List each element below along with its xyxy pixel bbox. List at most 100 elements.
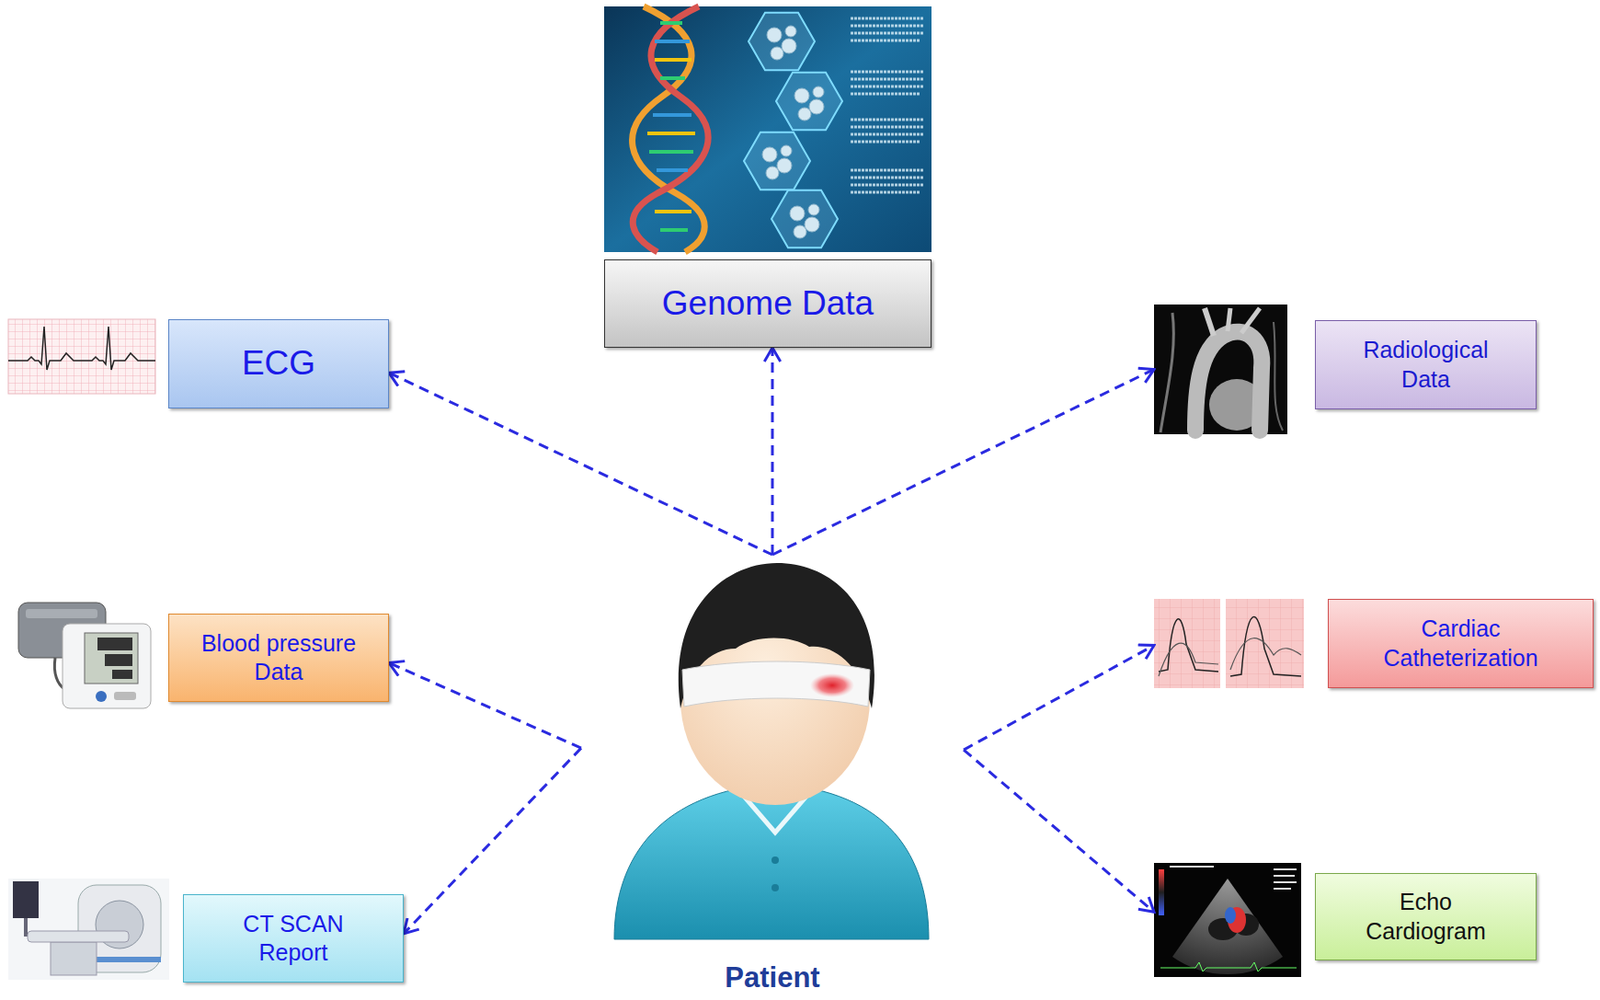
- bp-monitor-part: [114, 691, 137, 700]
- genome-illustration-part-part: [649, 149, 694, 154]
- genome-illustration-part: [743, 12, 843, 248]
- genome-illustration-part-part: [776, 72, 843, 130]
- genome-illustration-part-part: [794, 88, 810, 103]
- genome-illustration-part-part: [654, 39, 690, 44]
- genome-illustration-part-part: [850, 78, 925, 81]
- patient-figure-part: [771, 856, 779, 864]
- bp-monitor-part: [112, 669, 133, 679]
- genome-illustration-part-part: [850, 125, 925, 129]
- genome-illustration-part-part: [804, 217, 820, 232]
- bp-monitor-part: [104, 653, 133, 666]
- patient-figure-part: [678, 562, 875, 709]
- angiogram-image-part: [1241, 308, 1260, 333]
- bp-monitor-part: [84, 632, 138, 684]
- genome-node: Genome Data: [604, 6, 932, 348]
- box-label: Blood pressure Data: [186, 628, 371, 687]
- genome-illustration-part-part: [647, 131, 696, 136]
- genome-illustration-part: [850, 18, 925, 193]
- genome-illustration-part-part: [812, 86, 824, 98]
- genome-illustration-part-part: [766, 27, 782, 43]
- box-label: CT SCAN Report: [224, 909, 363, 968]
- echo-image-part: [1224, 906, 1236, 924]
- genome-illustration-part-part: [793, 225, 807, 239]
- angiogram-image-part: [1160, 312, 1174, 433]
- label-box: Genome Data: [604, 259, 932, 348]
- genome-illustration-part-part: [850, 24, 925, 28]
- ecg-strip-part: [8, 319, 156, 394]
- genome-illustration-part: [647, 22, 696, 230]
- bp-monitor-part: [97, 637, 133, 651]
- patient-node: Patient: [581, 554, 964, 998]
- pressure-traces-part: [1225, 598, 1304, 688]
- genome-illustration: [604, 6, 932, 252]
- ecg-strip-part: [8, 319, 156, 394]
- bp-monitor-part: [95, 690, 107, 702]
- dashed-arrow: [388, 372, 773, 555]
- patient-figure-part: [682, 661, 870, 707]
- echo-image-part-part: [1273, 874, 1295, 877]
- echo-node: Echo Cardiogram: [1154, 862, 1537, 977]
- label-box: ECG: [168, 319, 389, 409]
- genome-illustration-part-part: [780, 145, 792, 157]
- genome-illustration-part-part: [850, 70, 925, 74]
- genome-illustration-part: [604, 6, 932, 252]
- genome-illustration-part-part: [850, 176, 925, 180]
- genome-illustration-part-part: [789, 205, 805, 221]
- box-label: ECG: [241, 342, 316, 385]
- patient-label: Patient: [724, 960, 820, 998]
- genome-illustration-part-part: [850, 140, 920, 144]
- genome-illustration-part-part: [765, 166, 779, 180]
- genome-illustration-part-part: [808, 204, 820, 216]
- bp-monitor: [18, 602, 151, 709]
- patient-figure: [614, 562, 929, 939]
- label-box: Radiological Data: [1314, 320, 1537, 410]
- genome-illustration-part-part: [748, 12, 815, 70]
- genome-illustration-part-part: [798, 107, 812, 121]
- genome-illustration-part-part: [850, 17, 925, 21]
- pressure-traces-part: [1230, 616, 1302, 676]
- genome-illustration-part-part: [850, 169, 925, 172]
- ct-scan-node: CT SCAN Report: [8, 878, 404, 983]
- dashed-arrow: [772, 369, 1155, 556]
- pressure-traces-part: [1154, 598, 1221, 688]
- genome-illustration-part-part: [781, 38, 797, 54]
- ecg-node: ECG: [8, 319, 389, 409]
- ecg-strip-part: [8, 326, 156, 370]
- box-label: Genome Data: [662, 282, 874, 325]
- genome-illustration-part-part: [850, 32, 925, 35]
- dashed-arrow: [403, 747, 582, 934]
- ct-scanner: [8, 878, 170, 980]
- echo-image-part-part: [1169, 865, 1214, 868]
- box-label: Cardiac Catheterization: [1364, 614, 1558, 673]
- dashed-arrow: [388, 662, 582, 749]
- label-box: Blood pressure Data: [168, 613, 389, 702]
- genome-illustration-part-part: [850, 92, 920, 96]
- patient-figure-part: [614, 783, 929, 939]
- pressure-traces: [1154, 598, 1304, 688]
- genome-illustration-part-part: [743, 132, 811, 190]
- patient-figure-part: [771, 883, 779, 892]
- box-label: Radiological Data: [1348, 335, 1505, 394]
- echo-image-part-part: [1273, 880, 1297, 883]
- echo-image-part-part: [1273, 887, 1292, 890]
- genome-illustration-part-part: [785, 25, 797, 37]
- patient-figure-part: [810, 673, 855, 698]
- genome-illustration-part-part: [762, 147, 778, 162]
- bp-monitor-part: [25, 608, 98, 618]
- genome-illustration-part: [632, 6, 706, 252]
- ct-scanner-part: [8, 878, 170, 980]
- echo-image-part: [1172, 878, 1283, 974]
- genome-illustration-part: [632, 6, 709, 252]
- genome-illustration-part-part: [652, 113, 692, 117]
- genome-illustration-part-part: [656, 168, 688, 172]
- genome-illustration-part-part: [771, 190, 838, 248]
- genome-illustration-part-part: [770, 46, 784, 60]
- ct-scanner-part: [23, 917, 28, 937]
- genome-illustration-part-part: [850, 183, 925, 187]
- angiogram-image-part: [1195, 331, 1262, 431]
- genome-illustration-part-part: [654, 57, 692, 62]
- dashed-arrow: [770, 347, 774, 555]
- ecg-strip: [8, 319, 156, 394]
